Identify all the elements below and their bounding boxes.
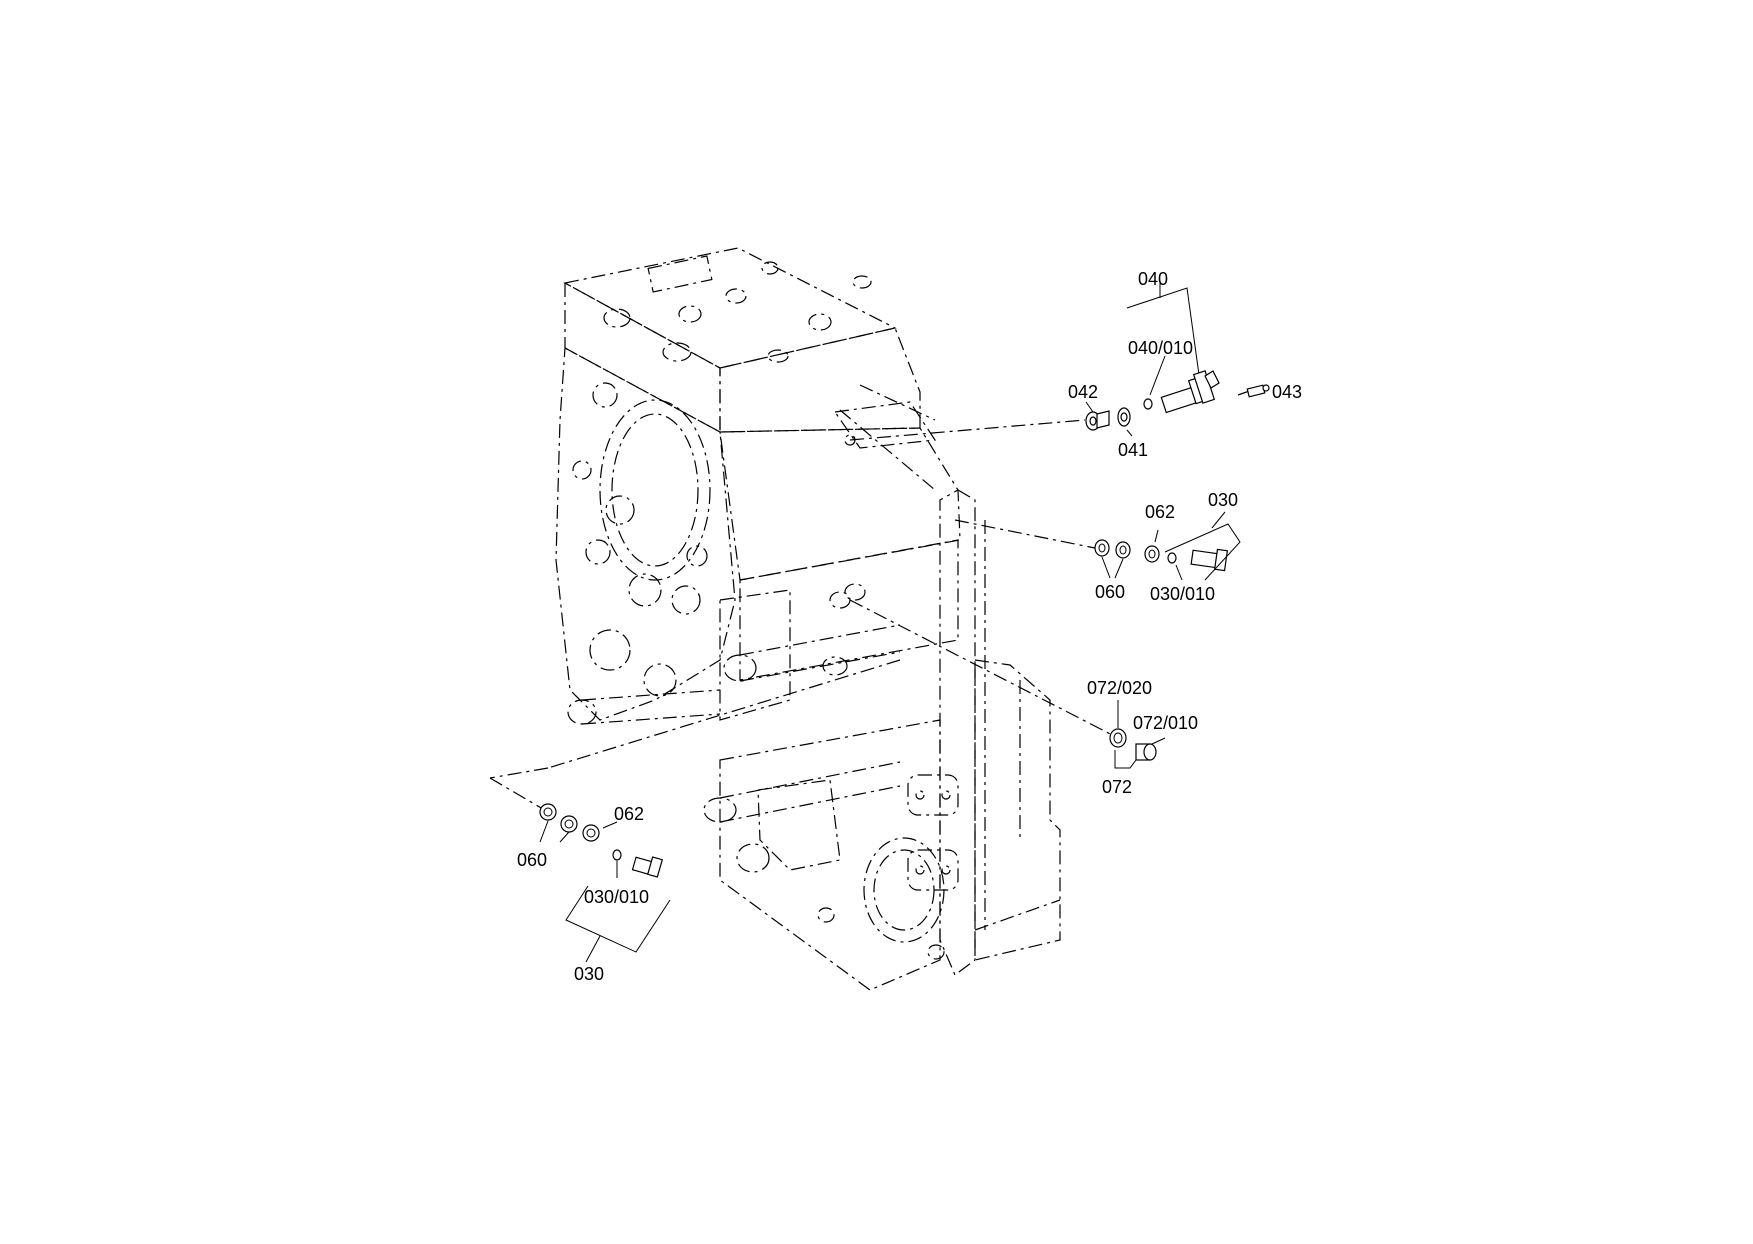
- label-030-right: 030: [1208, 490, 1238, 510]
- label-062-left: 062: [614, 804, 644, 824]
- label-040: 040: [1138, 269, 1168, 289]
- label-030-010-right: 030/010: [1150, 584, 1215, 604]
- label-030-left: 030: [574, 964, 604, 984]
- transmission-housing: [555, 247, 1061, 991]
- label-043: 043: [1272, 382, 1302, 402]
- plug-assembly-030-left: [539, 803, 671, 963]
- label-072-020: 072/020: [1087, 678, 1152, 698]
- label-060-left: 060: [517, 850, 547, 870]
- label-030-010-left: 030/010: [584, 887, 649, 907]
- sensor-assembly-040: [1085, 280, 1270, 437]
- label-042: 042: [1068, 382, 1098, 402]
- part-number-labels: 040 040/010 042 041 043 062 030 060 030/…: [517, 269, 1302, 984]
- plug-assembly-072: [1109, 700, 1166, 769]
- label-072: 072: [1102, 777, 1132, 797]
- label-060-right: 060: [1095, 582, 1125, 602]
- label-072-010: 072/010: [1133, 713, 1198, 733]
- label-040-010: 040/010: [1128, 338, 1193, 358]
- leader-lines: [489, 389, 1253, 813]
- label-062-right: 062: [1145, 502, 1175, 522]
- plug-assembly-030-right: [1094, 511, 1241, 581]
- label-041: 041: [1118, 440, 1148, 460]
